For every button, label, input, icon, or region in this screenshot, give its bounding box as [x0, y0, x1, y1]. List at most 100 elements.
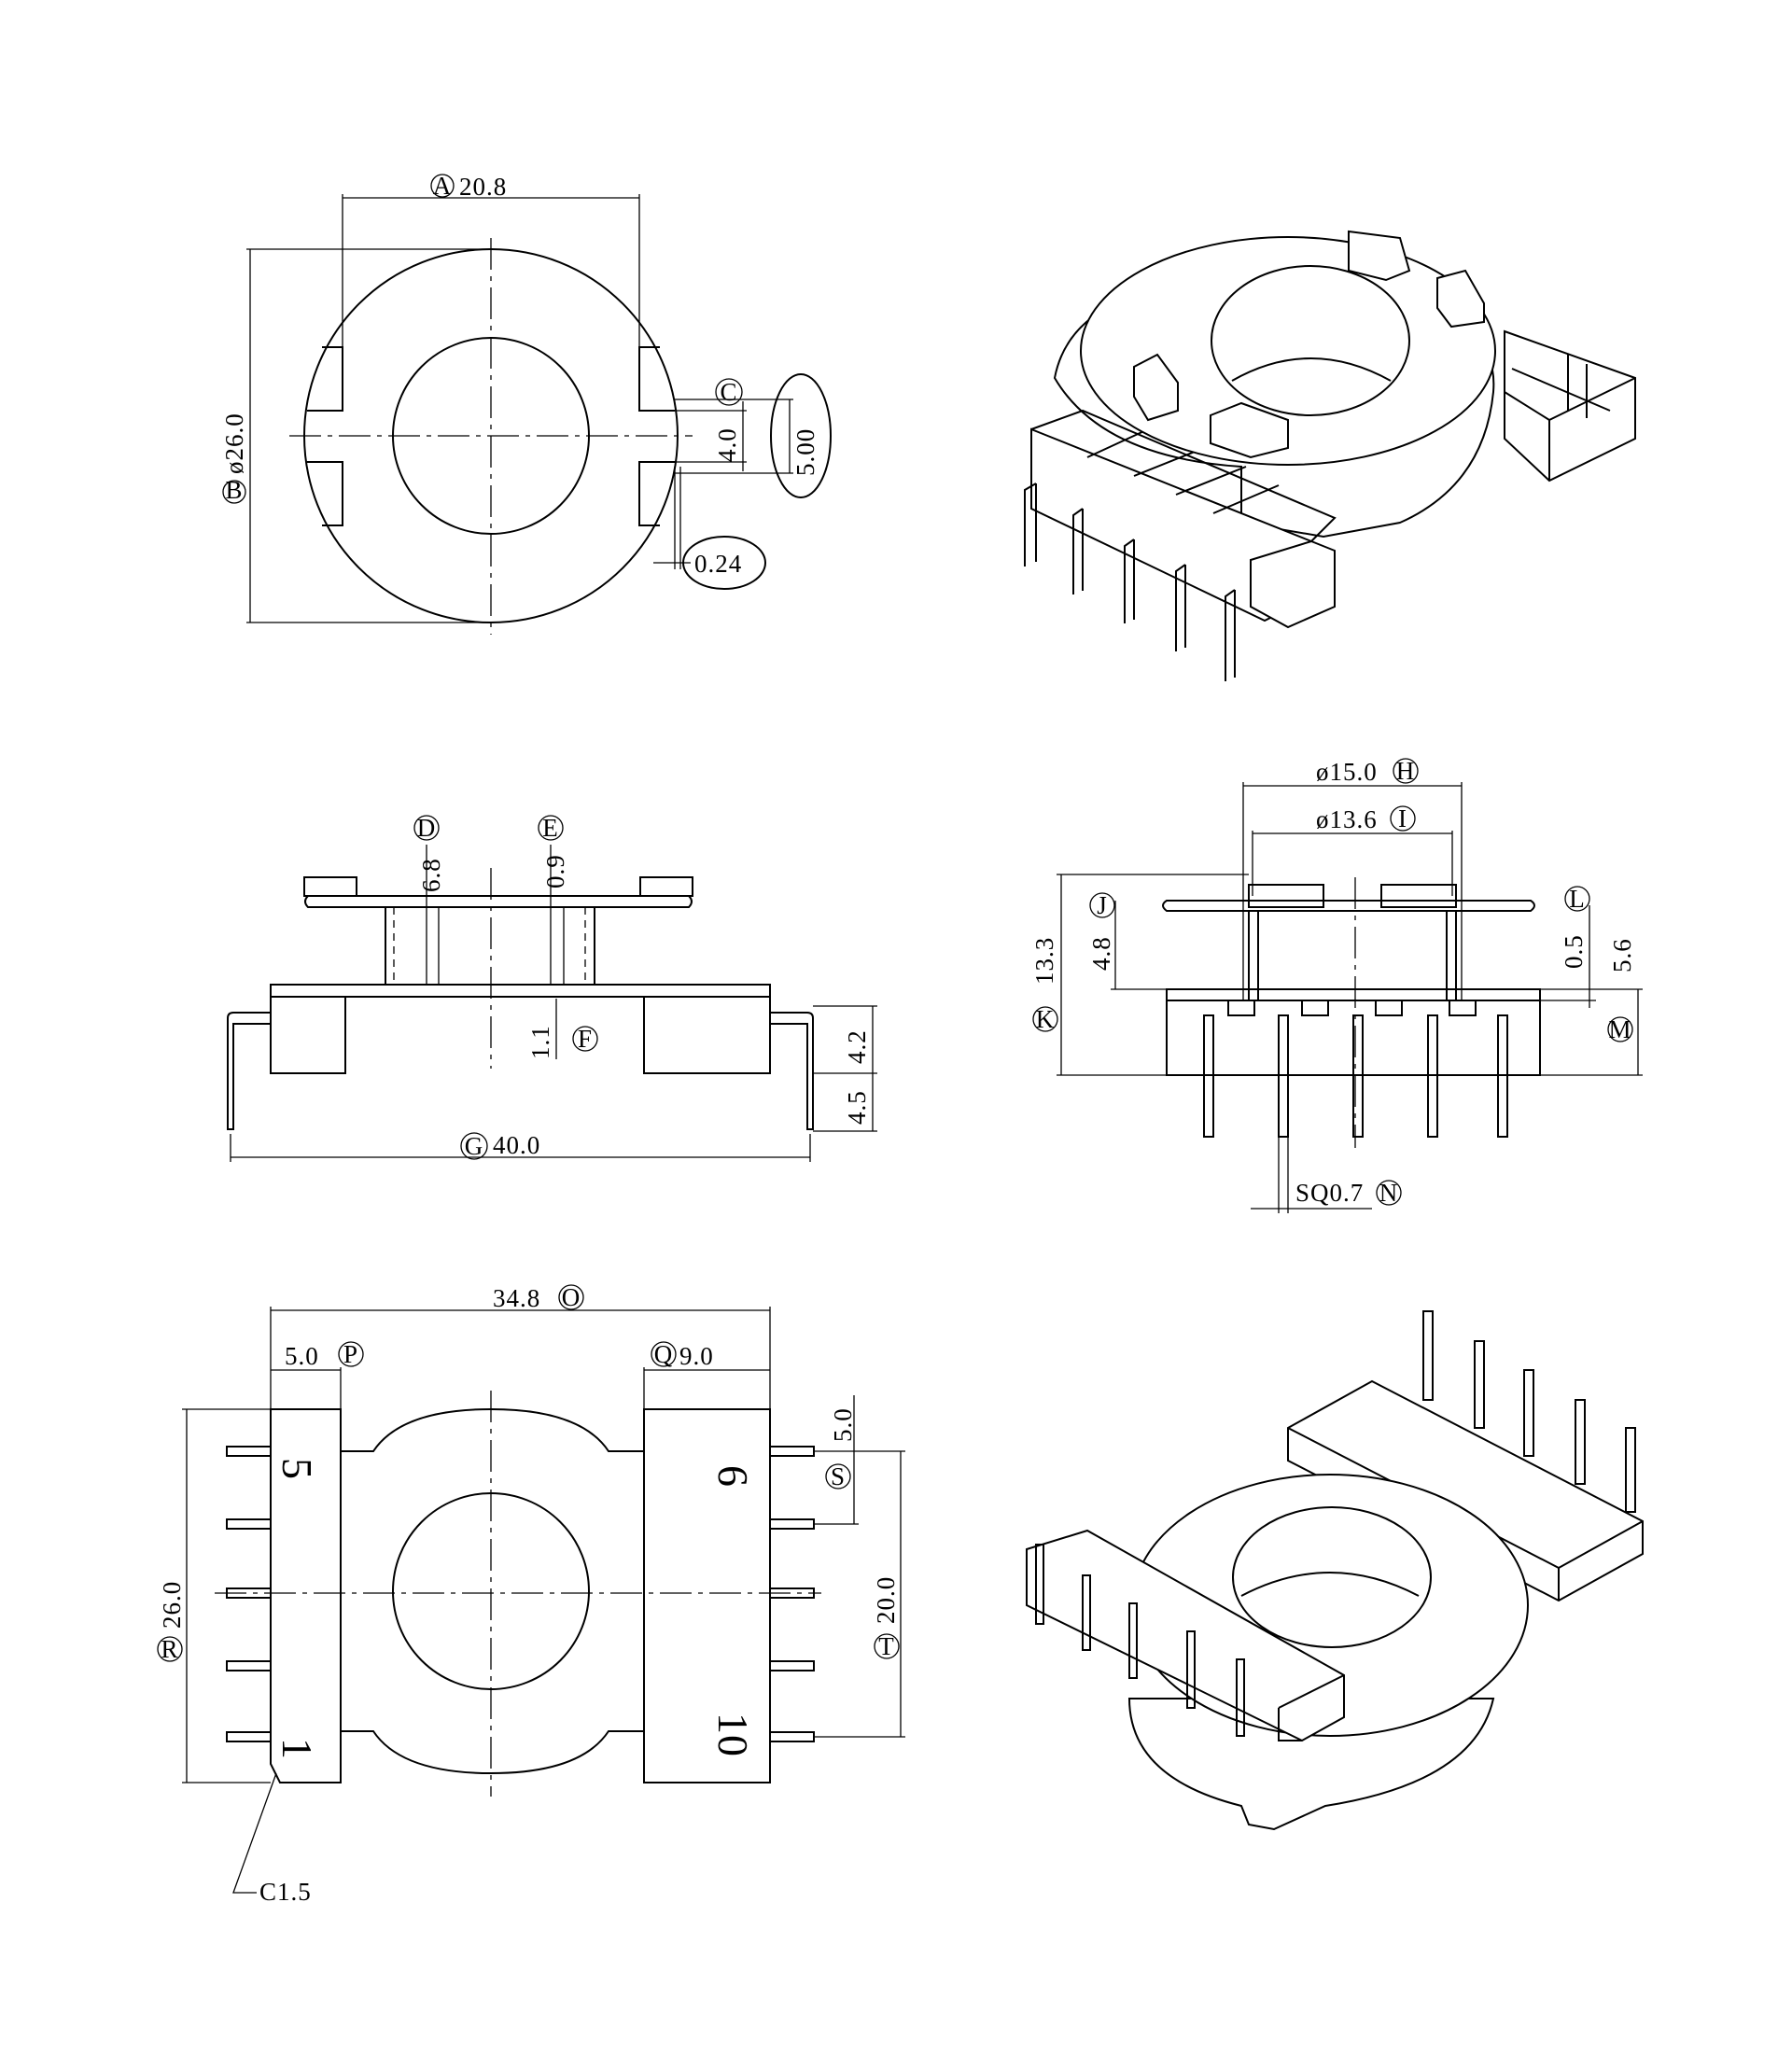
pin	[1124, 538, 1135, 623]
lower-flange	[1127, 1698, 1495, 1831]
notch-upper-right	[638, 346, 675, 412]
tab	[1210, 401, 1289, 459]
dim-d-text: 6.8	[417, 858, 445, 892]
dim-m-text: 5.6	[1608, 938, 1636, 972]
balloon-h-label: H	[1396, 757, 1416, 785]
dim-a-text: 20.8	[459, 173, 507, 201]
left-terminal-block	[270, 1408, 342, 1783]
balloon-r-label: R	[161, 1635, 178, 1663]
pin	[769, 1660, 815, 1671]
pin	[1474, 1340, 1485, 1429]
pin	[1497, 1014, 1508, 1138]
dim-c-text: 4.0	[713, 427, 741, 462]
terminal-block-right	[1504, 329, 1636, 483]
pin-label-1: 1	[273, 1738, 321, 1760]
bar-edge	[1278, 1674, 1345, 1741]
pin	[1523, 1369, 1534, 1457]
iso-view-bottom	[1026, 1310, 1644, 1831]
balloon-t	[874, 1633, 900, 1659]
pins	[1203, 1014, 1508, 1138]
pin-label-10: 10	[709, 1713, 757, 1757]
front-pins	[1035, 1544, 1245, 1737]
dim-r-text: 26.0	[158, 1581, 186, 1629]
tab	[1133, 353, 1179, 422]
pin	[226, 1660, 272, 1671]
balloon-l-label: L	[1569, 885, 1586, 913]
balloon-j-label: J	[1097, 891, 1108, 919]
balloon-r	[157, 1636, 183, 1662]
pin-left	[227, 1012, 271, 1130]
balloon-n-label: N	[1379, 1179, 1399, 1207]
dim-t-text: 20.0	[872, 1576, 900, 1624]
slots	[1227, 1000, 1477, 1016]
balloon-q	[651, 1341, 677, 1367]
pin	[769, 1731, 815, 1742]
balloon-l	[1564, 886, 1590, 912]
balloon-s-label: S	[831, 1462, 846, 1490]
balloon-g	[460, 1132, 488, 1160]
pin	[769, 1518, 815, 1530]
flange-tab-right	[639, 876, 693, 897]
dim-h-text: ø15.0	[1316, 758, 1378, 786]
dim-g-text: 40.0	[493, 1131, 540, 1159]
balloon-k	[1032, 1006, 1058, 1032]
flange-tabs	[1248, 884, 1457, 908]
balloon-b-label: B	[225, 476, 243, 504]
balloon-b	[222, 480, 246, 504]
balloon-a-label: A	[433, 172, 453, 200]
dim-o-text: 34.8	[493, 1284, 540, 1312]
dim-c-box-text: 5.00	[791, 428, 819, 476]
dim-l-text: 0.5	[1560, 934, 1588, 969]
back-terminal-bar	[1287, 1379, 1644, 1602]
notch-upper-left	[307, 346, 343, 412]
pin	[226, 1518, 272, 1530]
dim-e-text: 0.9	[541, 854, 569, 888]
balloon-n	[1376, 1180, 1402, 1206]
balloon-c-label: C	[720, 378, 737, 406]
pin	[1575, 1399, 1586, 1485]
block-ribs	[1511, 355, 1611, 418]
top-flange	[1162, 900, 1535, 912]
balloon-o-label: O	[562, 1283, 581, 1311]
balloon-q-label: Q	[654, 1340, 674, 1368]
dim-k-text: 13.3	[1030, 937, 1058, 985]
balloon-f-label: F	[578, 1025, 593, 1053]
pin	[1203, 1014, 1214, 1138]
dim-b-text: ø26.0	[220, 413, 248, 474]
balloon-s	[825, 1463, 851, 1490]
front-terminal-bar	[1026, 1529, 1345, 1742]
balloon-d-label: D	[417, 814, 437, 842]
end-cap	[1250, 539, 1336, 629]
balloon-p	[338, 1341, 364, 1367]
balloon-c	[715, 378, 743, 406]
ring-bore	[1232, 1506, 1432, 1648]
highlight-ellipse	[682, 536, 766, 590]
balloon-d	[413, 815, 440, 841]
bar-edge	[1287, 1427, 1644, 1601]
chamfer-leader	[232, 1772, 277, 1894]
balloon-k-label: K	[1036, 1005, 1056, 1033]
dim-n-text: SQ0.7	[1295, 1179, 1364, 1207]
tab	[1348, 230, 1411, 282]
pin	[1422, 1310, 1434, 1401]
balloon-h	[1393, 758, 1419, 784]
pin	[1024, 483, 1037, 566]
bore-inner	[1231, 357, 1392, 382]
pin	[1072, 508, 1084, 594]
pin	[1175, 564, 1186, 651]
bottom-view: 5 1 6 10 34.8 O 5.0 P Q 9.0 26.0 R 5.0	[157, 1283, 905, 1906]
balloon-g-label: G	[465, 1132, 484, 1160]
pin	[226, 1731, 272, 1742]
block-top	[1030, 409, 1337, 542]
base-plate	[270, 984, 771, 998]
pin	[769, 1446, 815, 1457]
balloon-i-label: I	[1398, 804, 1407, 832]
dim-i-text: ø13.6	[1316, 805, 1378, 833]
balloon-m-label: M	[1608, 1015, 1631, 1043]
dim-p-text: 5.0	[285, 1342, 319, 1370]
side-view: ø15.0 H ø13.6 I J 4.8 13.3 K L 0.5 5.6 M	[1030, 757, 1643, 1213]
top-flange	[304, 895, 693, 908]
balloon-e-label: E	[542, 814, 559, 842]
right-foot	[643, 996, 771, 1074]
